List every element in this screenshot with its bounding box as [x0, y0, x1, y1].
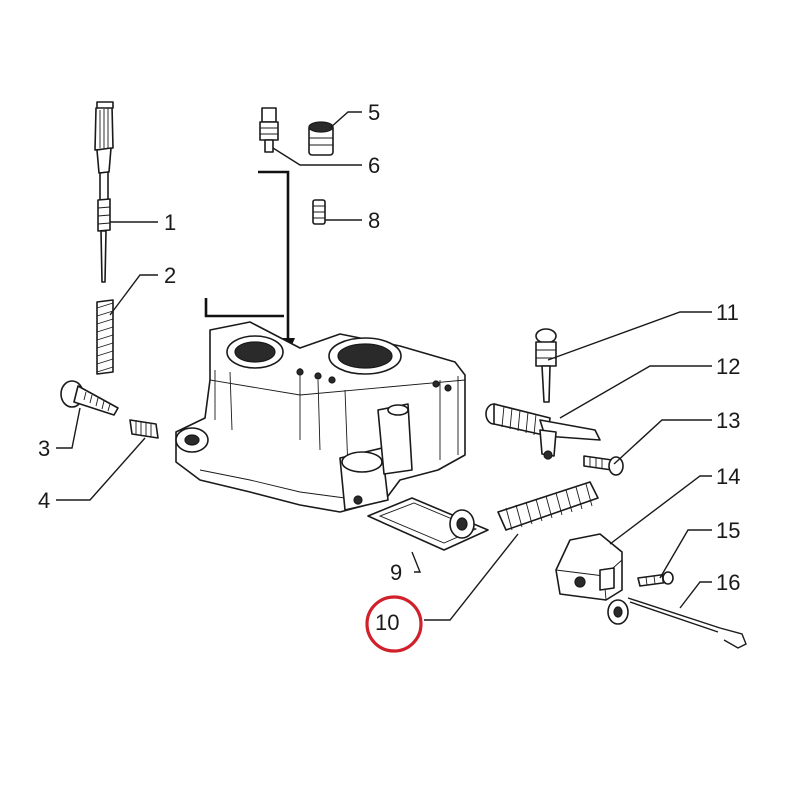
- part-15-bolt: [607, 571, 674, 625]
- part-4-small-spring: [129, 419, 159, 439]
- callout-1: 1: [164, 210, 176, 235]
- callout-6: 6: [368, 153, 380, 178]
- callout-2: 2: [164, 263, 176, 288]
- callout-14: 14: [716, 464, 740, 489]
- callout-15: 15: [716, 518, 740, 543]
- part-8-jet: [312, 199, 326, 225]
- part-9-cover-plate: [367, 497, 489, 551]
- highlight-circle: [365, 595, 423, 653]
- callout-9: 9: [390, 560, 402, 585]
- callout-10: 10: [375, 610, 399, 635]
- callout-16: 16: [716, 570, 740, 595]
- part-14-bracket: [555, 533, 623, 601]
- part-13-screw: [583, 455, 624, 476]
- callout-13: 13: [716, 408, 740, 433]
- part-11-screw: [535, 328, 557, 403]
- leader-lines: [56, 111, 712, 621]
- part-3-screw: [60, 380, 119, 416]
- callout-8: 8: [368, 208, 380, 233]
- callout-11: 11: [716, 300, 739, 325]
- callout-5: 5: [368, 100, 380, 125]
- part-10-spring: [497, 481, 599, 531]
- part-2-spring: [96, 299, 114, 375]
- part-6-jet: [259, 107, 279, 153]
- callout-12: 12: [716, 354, 740, 379]
- callout-3: 3: [38, 436, 50, 461]
- part-1-needle: [94, 101, 114, 283]
- part-16-rod: [627, 597, 747, 649]
- carburetor-body: [175, 321, 466, 513]
- part-5-plug: [308, 121, 334, 156]
- part-12-throttle-lever: [485, 403, 601, 460]
- callout-4: 4: [38, 488, 50, 513]
